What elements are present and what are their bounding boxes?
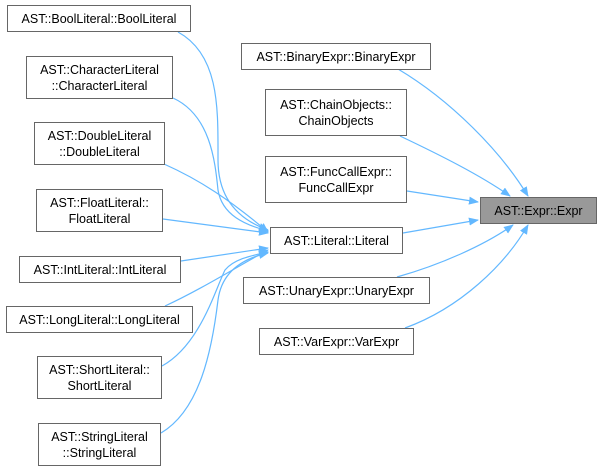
node-character-literal[interactable]: AST::CharacterLiteral ::CharacterLiteral xyxy=(26,56,173,99)
node-literal[interactable]: AST::Literal::Literal xyxy=(270,227,403,254)
edge-double-literal xyxy=(163,163,269,233)
node-float-literal[interactable]: AST::FloatLiteral:: FloatLiteral xyxy=(36,189,163,232)
node-bool-literal[interactable]: AST::BoolLiteral::BoolLiteral xyxy=(7,5,191,32)
node-int-literal[interactable]: AST::IntLiteral::IntLiteral xyxy=(19,256,181,283)
node-double-literal[interactable]: AST::DoubleLiteral ::DoubleLiteral xyxy=(34,122,165,165)
node-funccall-expr[interactable]: AST::FuncCallExpr:: FuncCallExpr xyxy=(265,156,407,203)
edge-string-literal xyxy=(160,251,269,434)
edge-short-literal xyxy=(161,250,269,367)
edge-character-literal xyxy=(172,97,269,233)
edge-bool-literal xyxy=(177,31,269,231)
edge-binary-expr xyxy=(397,68,529,197)
node-long-literal[interactable]: AST::LongLiteral::LongLiteral xyxy=(6,306,193,333)
node-chain-objects[interactable]: AST::ChainObjects:: ChainObjects xyxy=(265,89,407,136)
edge-var-expr xyxy=(404,224,529,329)
node-binary-expr[interactable]: AST::BinaryExpr::BinaryExpr xyxy=(241,43,431,70)
node-unary-expr[interactable]: AST::UnaryExpr::UnaryExpr xyxy=(243,277,430,304)
edge-int-literal xyxy=(180,245,269,262)
node-expr-root[interactable]: AST::Expr::Expr xyxy=(480,197,597,224)
node-short-literal[interactable]: AST::ShortLiteral:: ShortLiteral xyxy=(37,356,162,399)
edge-float-literal xyxy=(162,218,269,236)
edge-unary-expr xyxy=(396,224,514,278)
edge-chain-expr xyxy=(399,135,511,197)
edge-literal-expr xyxy=(402,217,479,234)
edge-funccall-expr xyxy=(406,190,479,205)
node-var-expr[interactable]: AST::VarExpr::VarExpr xyxy=(259,328,414,355)
node-string-literal[interactable]: AST::StringLiteral ::StringLiteral xyxy=(38,423,161,466)
